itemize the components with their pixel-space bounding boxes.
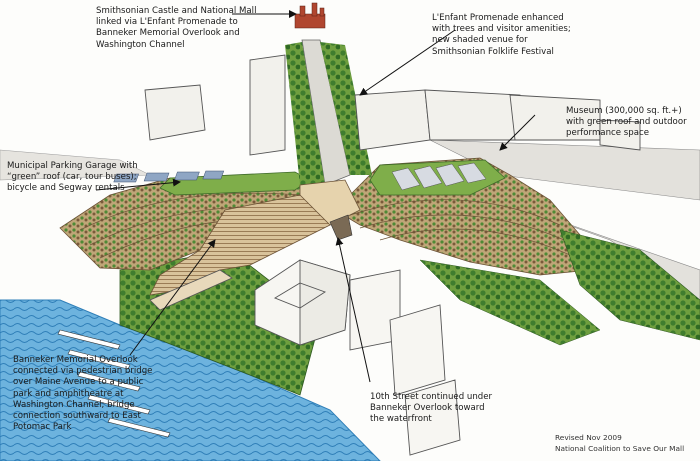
garage-solar-panels — [113, 170, 225, 183]
office-buildings — [144, 54, 641, 156]
callout-arrows — [95, 10, 536, 383]
promenade-trees-left — [285, 42, 325, 185]
lower-green-strip — [419, 259, 601, 346]
credit-revised: Revised Nov 2009 — [555, 433, 622, 442]
label-overlook: Banneker Memorial Overlook connected via… — [13, 355, 153, 433]
label-museum: Museum (300,000 sq. ft.+) with green roo… — [566, 106, 687, 139]
foreground-buildings — [254, 259, 461, 456]
label-tenth-street: 10th Street continued under Banneker Ove… — [370, 392, 493, 425]
label-garage: Municipal Parking Garage with “green” ro… — [7, 161, 138, 194]
museum-roof-panels — [391, 162, 487, 191]
smithsonian-castle — [294, 2, 326, 29]
credit-organization: National Coalition to Save Our Mall — [555, 444, 685, 453]
label-promenade: L'Enfant Promenade enhanced with trees a… — [432, 13, 571, 57]
right-tree-belt — [559, 229, 700, 341]
label-castle: Smithsonian Castle and National Mall lin… — [96, 6, 257, 50]
tenth-street-tunnel — [329, 214, 353, 241]
